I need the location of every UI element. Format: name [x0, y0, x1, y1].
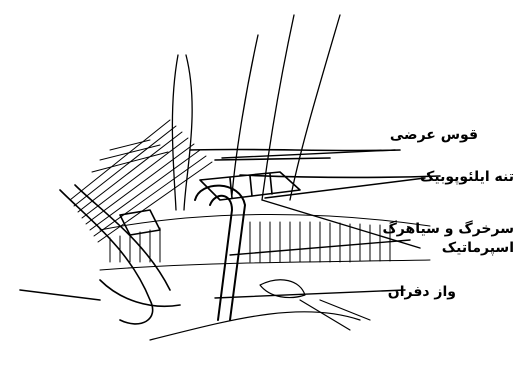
label-vas-deferens: واز دفران: [388, 283, 456, 302]
label-iliopubic-tract: تنه ایلئوپوبیک: [420, 168, 514, 187]
vas-deferens-branch: [20, 185, 180, 324]
label-spermatic-vessels: سرخرگ و سیاهرگ اسپرماتیک: [382, 220, 514, 258]
label-transverse-arch: قوس عرضی: [390, 126, 478, 145]
label-spermatic-vessels-line2: اسپرماتیک: [382, 239, 514, 258]
leader-vas: [215, 290, 405, 298]
iliopubic-tract: [200, 172, 440, 200]
suture-threads: [172, 15, 340, 210]
leader-arch: [222, 150, 395, 158]
lower-tissue: [150, 280, 370, 340]
vessel-loop: [195, 186, 245, 320]
label-spermatic-vessels-line1: سرخرگ و سیاهرگ: [382, 220, 514, 239]
